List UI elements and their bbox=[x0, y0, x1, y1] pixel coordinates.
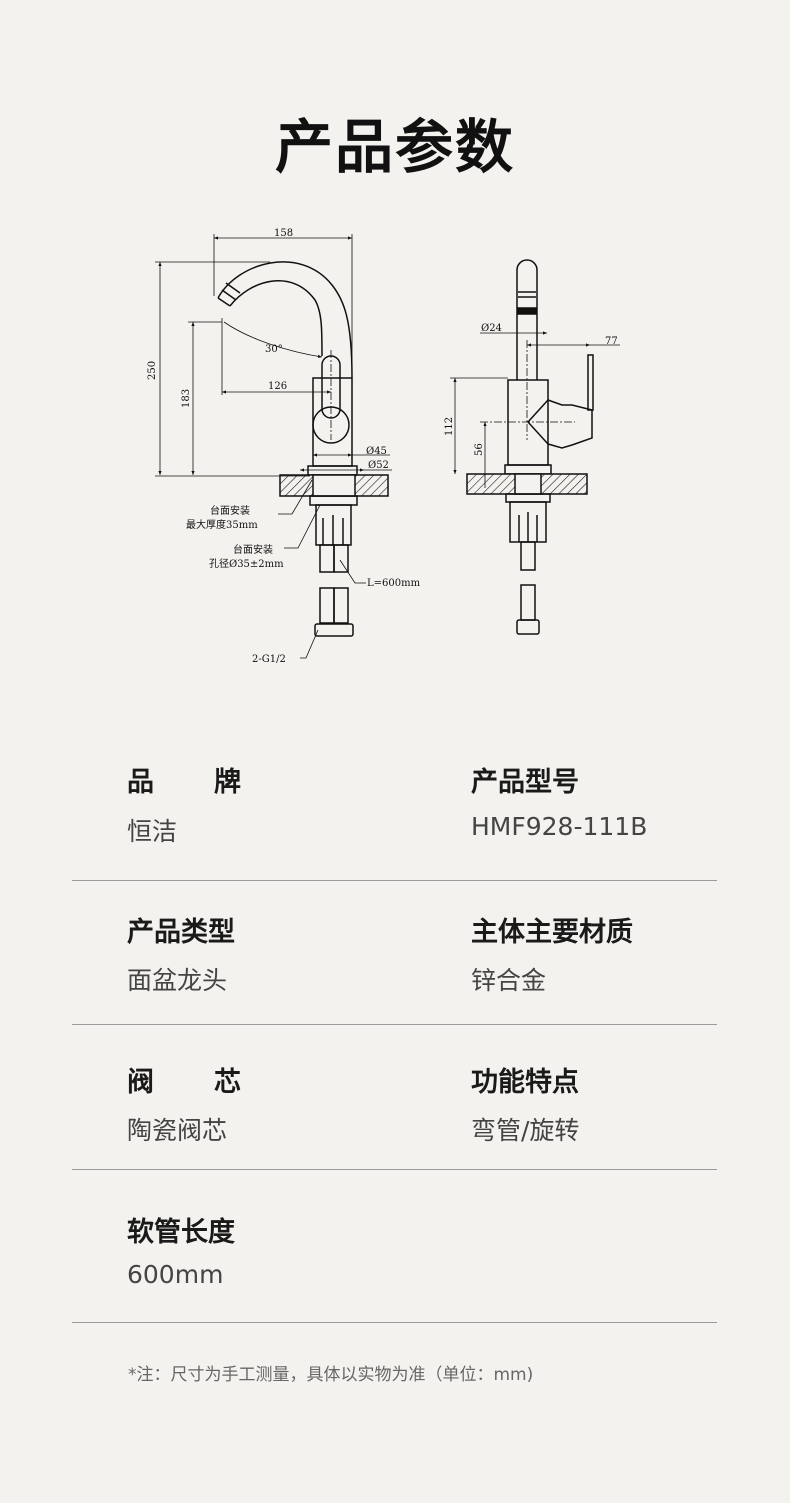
front-view bbox=[466, 259, 594, 635]
side-view bbox=[217, 261, 389, 637]
spec-value-hose-length: 600mm bbox=[127, 1260, 224, 1289]
spec-label-material: 主体主要材质 bbox=[471, 917, 633, 948]
dim-dia24: Ø24 bbox=[481, 323, 502, 334]
divider bbox=[72, 880, 717, 881]
spec-label-type: 产品类型 bbox=[127, 917, 235, 948]
dim-56: 56 bbox=[474, 443, 485, 456]
dim-126: 126 bbox=[268, 381, 287, 392]
page-title: 产品参数 bbox=[274, 113, 515, 181]
dim-158: 158 bbox=[274, 228, 293, 239]
dim-112: 112 bbox=[444, 417, 455, 436]
divider bbox=[72, 1169, 717, 1170]
annot-thread: 2-G1/2 bbox=[252, 654, 286, 665]
spec-label-hose-length: 软管长度 bbox=[127, 1217, 235, 1248]
spec-label-features: 功能特点 bbox=[471, 1067, 579, 1098]
spec-value-material: 锌合金 bbox=[471, 966, 547, 995]
spec-value-type: 面盆龙头 bbox=[127, 966, 228, 995]
annot-thickness-1: 台面安装 bbox=[210, 504, 250, 517]
annot-hole-2: 孔径Ø35±2mm bbox=[209, 557, 284, 570]
annot-thickness-2: 最大厚度35mm bbox=[186, 518, 258, 531]
spec-label-valve: 阀芯 bbox=[127, 1067, 301, 1098]
dim-angle: 30° bbox=[265, 344, 283, 355]
divider bbox=[72, 1322, 717, 1323]
annot-hole-1: 台面安装 bbox=[233, 543, 273, 556]
dim-dia45: Ø45 bbox=[366, 446, 387, 457]
spec-value-features: 弯管/旋转 bbox=[471, 1116, 580, 1145]
faucet-dimension-drawing: 158 250 183 30° 126 Ø45 Ø52 台面安装 最大厚度35m… bbox=[147, 228, 620, 665]
annot-hose-length: L=600mm bbox=[367, 578, 421, 589]
measurement-note: *注：尺寸为手工测量，具体以实物为准（单位：mm) bbox=[128, 1365, 534, 1385]
spec-label-brand: 品牌 bbox=[127, 767, 301, 798]
dim-250: 250 bbox=[147, 361, 158, 380]
spec-value-model: HMF928-111B bbox=[471, 812, 648, 841]
dim-77: 77 bbox=[605, 336, 618, 347]
divider bbox=[72, 1024, 717, 1025]
spec-value-valve: 陶瓷阀芯 bbox=[127, 1116, 228, 1145]
dim-183: 183 bbox=[181, 389, 192, 408]
spec-label-model: 产品型号 bbox=[471, 767, 579, 798]
dim-dia52: Ø52 bbox=[368, 460, 389, 471]
spec-value-brand: 恒洁 bbox=[127, 817, 178, 846]
